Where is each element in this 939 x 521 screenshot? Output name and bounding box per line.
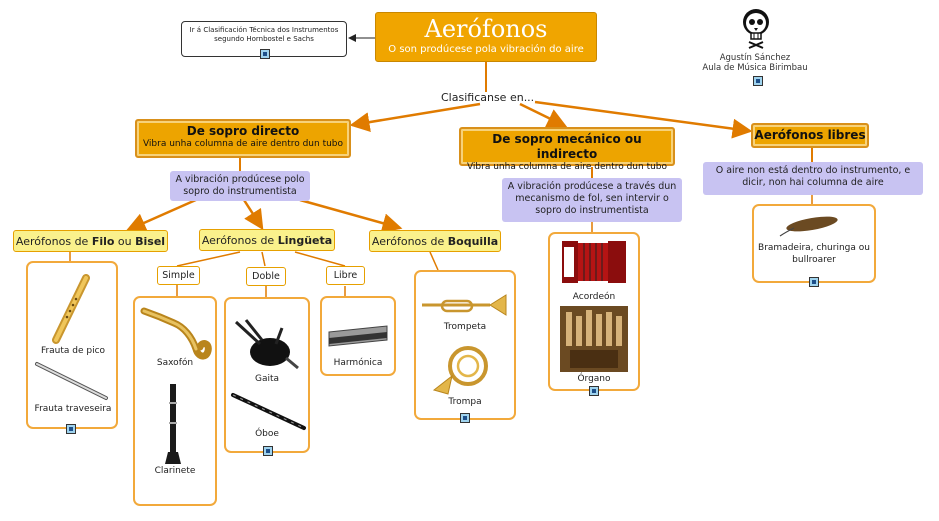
recorder-picture [52, 274, 90, 344]
subgroup-lingueta-name: Lingüeta [277, 234, 333, 247]
caption-organo: Órgano [577, 374, 611, 384]
subgroup-boquilla-name: Boquilla [447, 235, 499, 248]
main-topic[interactable]: Aerófonos O son prodúcese pola vibración… [375, 12, 597, 62]
bagpipe-picture [234, 319, 299, 370]
author-name: Agustín Sánchez [719, 53, 791, 63]
main-title: Aerófonos [424, 15, 548, 43]
hornbostel-link-note[interactable]: Ir á Clasificación Técnica dos Instrumen… [181, 21, 347, 59]
document-link-icon[interactable] [589, 386, 599, 396]
note-text: Ir á Clasificación Técnica dos Instrumen… [189, 26, 339, 43]
mechanical-description: A vibración prodúcese a través dun mecan… [502, 178, 682, 222]
bullroarer-picture [779, 216, 838, 237]
main-subtitle: O son prodúcese pola vibración do aire [388, 44, 584, 55]
organ-picture [560, 306, 628, 372]
subgroup-bisel-bisel: Bisel [135, 235, 166, 248]
subgroup-lingueta-prefix: Aerófonos de [201, 234, 278, 247]
subgroup-bisel-prefix: Aerófonos de [15, 235, 92, 248]
document-link-icon[interactable] [460, 413, 470, 423]
skull-logo [737, 6, 775, 50]
caption-clarinete: Clarinete [154, 466, 196, 476]
caption-gaita: Gaita [254, 374, 280, 384]
french-horn-picture [432, 346, 488, 395]
caption-trompa: Trompa [448, 397, 482, 407]
free-aerophones-frame [752, 204, 876, 283]
subgroup-boquilla-prefix: Aerófonos de [371, 235, 448, 248]
author-block: Agustín Sánchez Aula de Música Birimbau [690, 53, 820, 73]
caption-oboe: Óboe [255, 429, 279, 439]
document-link-icon[interactable] [753, 76, 763, 86]
reed-double[interactable]: Doble [246, 267, 286, 286]
category-mechanical-title: De sopro mecánico ou indirecto [492, 132, 642, 161]
oboe-picture [231, 393, 306, 430]
category-direct-subtitle: Vibra unha columna de aire dentro dun tu… [142, 139, 344, 149]
caption-flute-traveseira: Frauta traveseira [34, 404, 112, 414]
caption-saxofon: Saxofón [156, 358, 194, 368]
category-mechanical[interactable]: De sopro mecánico ou indirecto Vibra unh… [459, 127, 675, 172]
caption-bramadeira: Bramadeira, churinga ou bullroarer [758, 243, 870, 265]
subgroup-boquilla[interactable]: Aerófonos de Boquilla [369, 230, 501, 252]
harmonica-picture [328, 325, 388, 347]
caption-acordeon: Acordeón [572, 292, 616, 302]
reed-free[interactable]: Libre [326, 266, 365, 285]
subgroup-bisel-mid: ou [114, 235, 136, 248]
subgroup-lingueta[interactable]: Aerófonos de Lingüeta [199, 229, 335, 251]
direct-description: A vibración prodúcese polo sopro do inst… [170, 171, 310, 201]
connector-label: Clasificanse en... [441, 91, 535, 104]
simple-reed-frame [133, 296, 217, 506]
document-link-icon[interactable] [263, 446, 273, 456]
clarinet-picture [165, 384, 181, 464]
subgroup-bisel-filo: Filo [91, 235, 115, 248]
category-direct[interactable]: De sopro directo Vibra unha columna de a… [135, 119, 351, 158]
document-link-icon[interactable] [260, 49, 270, 59]
caption-trompeta: Trompeta [443, 322, 487, 332]
saxophone-picture [140, 307, 212, 360]
caption-flute-pico: Frauta de pico [40, 346, 106, 356]
author-class: Aula de Música Birimbau [702, 63, 808, 73]
trumpet-picture [422, 294, 507, 316]
caption-harmonica: Harmónica [333, 358, 383, 368]
subgroup-bisel[interactable]: Aerófonos de Filo ou Bisel [13, 230, 168, 252]
transverse-flute-picture [35, 362, 108, 400]
category-free[interactable]: Aerófonos libres [751, 123, 869, 148]
category-free-title: Aerófonos libres [754, 128, 866, 142]
document-link-icon[interactable] [66, 424, 76, 434]
boquilla-instruments-frame [414, 270, 516, 420]
category-mechanical-subtitle: Vibra unha columna de aire dentro dun tu… [466, 162, 668, 172]
free-description: O aire non está dentro do instrumento, e… [703, 162, 923, 195]
category-direct-title: De sopro directo [186, 124, 300, 138]
accordion-picture [562, 241, 626, 283]
reed-simple[interactable]: Simple [157, 266, 200, 285]
document-link-icon[interactable] [809, 277, 819, 287]
